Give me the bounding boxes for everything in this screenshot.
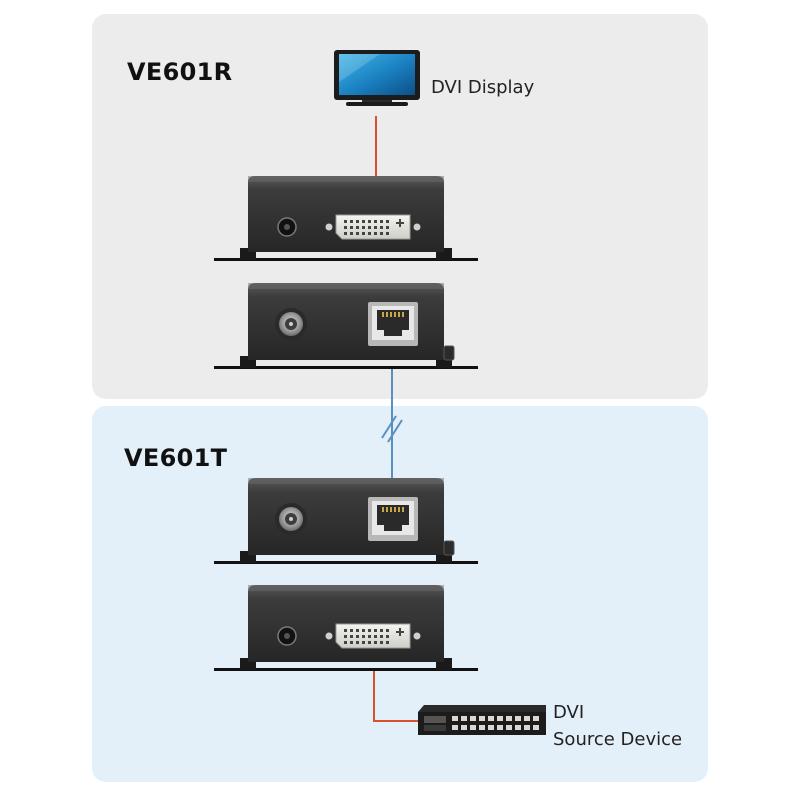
receiver-title: VE601R bbox=[127, 58, 233, 86]
rj45-port-icon bbox=[368, 302, 418, 346]
cable-break-mark bbox=[381, 415, 403, 443]
transmitter-title: VE601T bbox=[124, 444, 228, 472]
rj45-port-icon bbox=[368, 497, 418, 541]
dvi-port-icon bbox=[325, 214, 421, 240]
dvi-cable-source bbox=[373, 668, 418, 722]
display-label: DVI Display bbox=[431, 77, 535, 98]
source-label-line2: Source Device bbox=[553, 729, 683, 750]
coax-connector-icon bbox=[275, 308, 307, 340]
source-device-icon bbox=[418, 705, 546, 735]
power-jack-icon bbox=[277, 217, 297, 237]
transmitter-unit-rj45-side bbox=[214, 478, 478, 564]
receiver-unit-dvi-side bbox=[214, 176, 478, 261]
dvi-port-icon bbox=[325, 623, 421, 649]
transmitter-unit-dvi-side bbox=[214, 585, 478, 671]
source-label-line1: DVI bbox=[553, 702, 585, 723]
receiver-unit-rj45-side bbox=[214, 283, 478, 369]
monitor-icon bbox=[334, 50, 420, 106]
power-jack-icon bbox=[277, 626, 297, 646]
coax-connector-icon bbox=[275, 503, 307, 535]
